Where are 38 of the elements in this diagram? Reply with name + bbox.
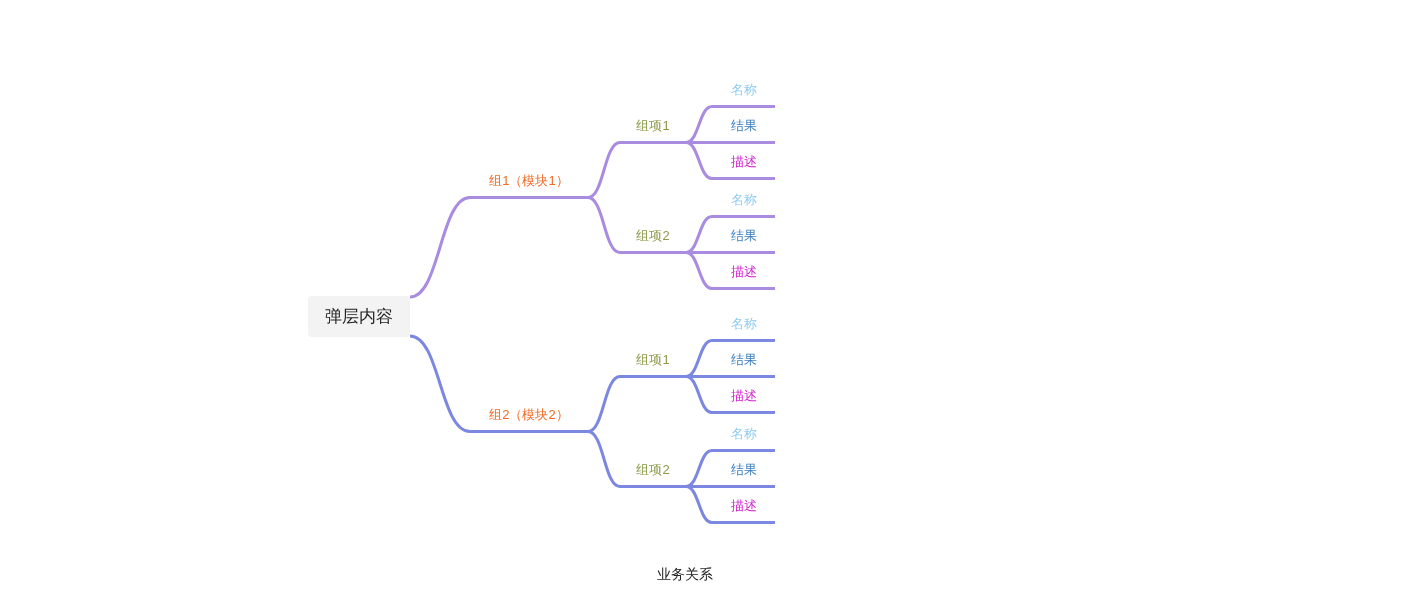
topic-label: 结果 xyxy=(712,228,775,254)
branch-line xyxy=(685,251,713,290)
branch-line xyxy=(686,251,712,254)
topic-label: 结果 xyxy=(712,462,775,488)
topic-label: 结果 xyxy=(712,118,775,144)
topic-label: 描述 xyxy=(712,388,775,414)
topic-label: 组项1 xyxy=(620,118,686,144)
branch-line xyxy=(685,105,713,144)
topic-label: 组项2 xyxy=(620,462,686,488)
topic-label: 结果 xyxy=(712,352,775,378)
root-topic-box: 弹层内容 xyxy=(308,296,410,337)
branch-line xyxy=(686,141,712,144)
branch-line xyxy=(587,196,621,254)
branch-line xyxy=(409,196,471,299)
branch-line xyxy=(686,375,712,378)
branch-line xyxy=(685,141,713,180)
caption: 业务关系 xyxy=(657,565,713,584)
branch-line xyxy=(685,449,713,488)
topic-label: 名称 xyxy=(712,192,775,218)
branch-line xyxy=(587,430,621,488)
topic-label: 名称 xyxy=(712,316,775,342)
topic-label: 组1（模块1） xyxy=(470,173,588,199)
topic-label: 组项1 xyxy=(620,352,686,378)
branch-line xyxy=(685,375,713,414)
branch-line xyxy=(685,215,713,254)
branch-line xyxy=(685,485,713,524)
branch-line xyxy=(409,334,471,433)
topic-label: 描述 xyxy=(712,154,775,180)
topic-label: 描述 xyxy=(712,264,775,290)
branch-line xyxy=(685,339,713,378)
branch-line xyxy=(587,375,621,433)
topic-label: 名称 xyxy=(712,426,775,452)
branch-line xyxy=(686,485,712,488)
topic-label: 组项2 xyxy=(620,228,686,254)
branch-line xyxy=(587,141,621,199)
topic-label: 组2（模块2） xyxy=(470,407,588,433)
topic-label: 描述 xyxy=(712,498,775,524)
topic-label: 名称 xyxy=(712,82,775,108)
